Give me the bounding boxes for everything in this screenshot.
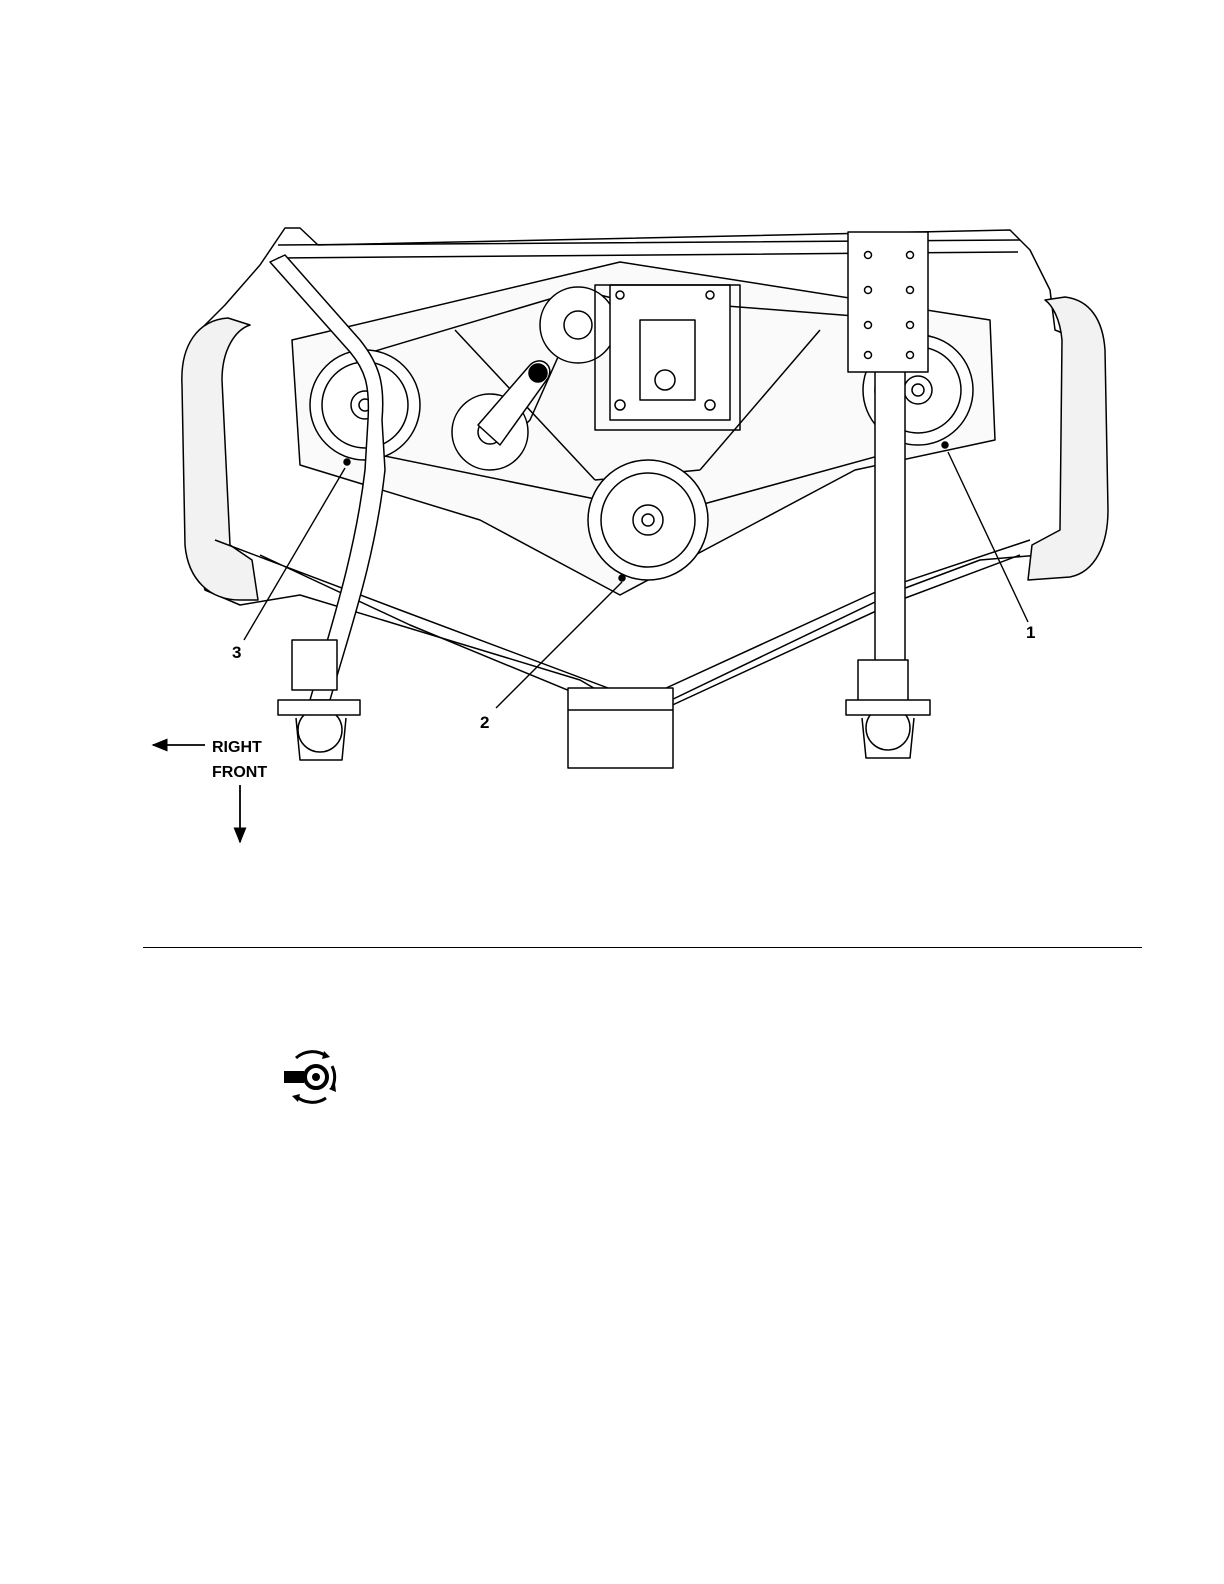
mower-deck-underside-figure: 1 2 3 RIGHT FRONT bbox=[0, 0, 1224, 940]
center-spindle bbox=[588, 460, 708, 580]
grease-fitting bbox=[942, 442, 948, 448]
grease-fitting bbox=[344, 459, 350, 465]
section-divider bbox=[143, 947, 1142, 948]
left-caster-wheel bbox=[278, 640, 360, 760]
front-center-roller bbox=[568, 688, 673, 768]
gearbox bbox=[595, 285, 740, 430]
front-direction-label: FRONT bbox=[212, 764, 267, 781]
callout-1: 1 bbox=[1026, 623, 1035, 642]
callout-2: 2 bbox=[480, 713, 489, 732]
right-caster-wheel bbox=[846, 660, 930, 758]
right-direction-label: RIGHT bbox=[212, 739, 262, 756]
right-mount-plate bbox=[848, 232, 928, 372]
grease-service-icon bbox=[280, 1046, 342, 1108]
grease-fitting bbox=[619, 575, 625, 581]
callout-3: 3 bbox=[232, 643, 241, 662]
right-lift-arm bbox=[875, 370, 905, 690]
